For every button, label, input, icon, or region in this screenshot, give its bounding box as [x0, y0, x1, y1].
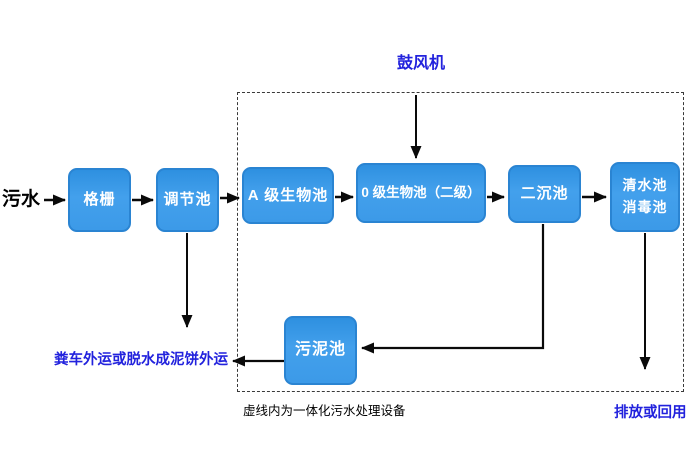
node-o-bio-tank-label: 0 级生物池（二级） [361, 184, 481, 200]
integrated-equipment-dashed-boundary [237, 92, 684, 392]
node-clear-water-tank-label-line1: 清水池 [622, 177, 668, 194]
node-grid: 格栅 [68, 168, 131, 232]
blower-label: 鼓风机 [397, 55, 446, 72]
node-regulating-tank-label: 调节池 [163, 191, 212, 209]
dashed-boundary-caption: 虚线内为一体化污水处理设备 [243, 404, 406, 418]
discharge-or-reuse-label: 排放或回用 [614, 405, 687, 421]
node-secondary-sedimentation-tank-label: 二沉池 [520, 185, 569, 203]
node-regulating-tank: 调节池 [156, 168, 219, 232]
node-clear-water-disinfection-tank: 清水池 消毒池 [610, 162, 680, 232]
node-grid-label: 格栅 [83, 191, 116, 209]
node-sludge-tank-label: 污泥池 [294, 341, 346, 359]
wastewater-inflow-label: 污水 [2, 189, 41, 210]
node-secondary-sedimentation-tank: 二沉池 [508, 165, 581, 223]
node-o-bio-tank: 0 级生物池（二级） [356, 163, 486, 223]
node-a-bio-tank: A 级生物池 [242, 167, 334, 224]
node-sludge-tank: 污泥池 [284, 316, 357, 385]
sludge-out-label: 粪车外运或脱水成泥饼外运 [54, 352, 228, 368]
node-a-bio-tank-label: A 级生物池 [247, 186, 329, 204]
node-clear-water-tank-label-line2: 消毒池 [622, 199, 668, 215]
